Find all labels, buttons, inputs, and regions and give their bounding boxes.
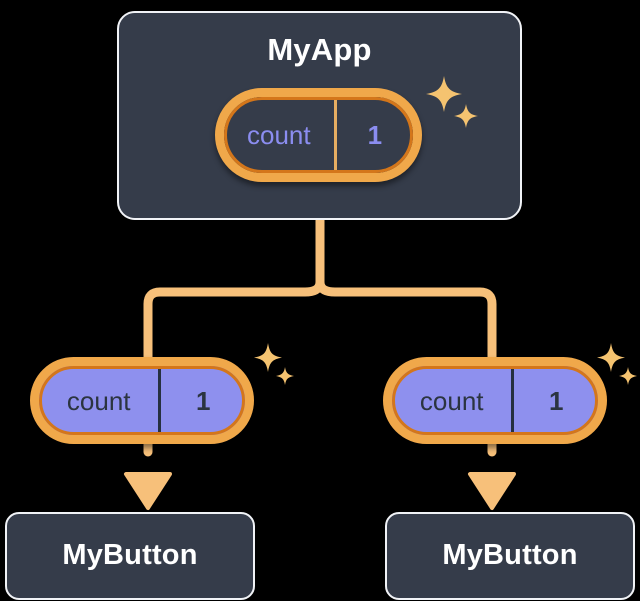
wire-branch-left bbox=[143, 273, 325, 362]
state-pill-root-value: 1 bbox=[333, 97, 413, 173]
prop-pill-left[interactable]: count 1 bbox=[30, 357, 254, 444]
prop-pill-left-value: 1 bbox=[158, 366, 245, 435]
prop-pill-left-key: count bbox=[39, 366, 159, 435]
wire-branch-right bbox=[315, 273, 497, 362]
component-card-mybutton-right[interactable]: MyButton bbox=[385, 512, 635, 600]
component-card-mybutton-left-label: MyButton bbox=[62, 539, 198, 572]
component-card-mybutton-left[interactable]: MyButton bbox=[5, 512, 255, 600]
state-pill-root[interactable]: count 1 bbox=[215, 88, 422, 182]
arrow-down-icon-right bbox=[468, 472, 516, 510]
prop-pill-right[interactable]: count 1 bbox=[383, 357, 607, 444]
component-card-mybutton-right-label: MyButton bbox=[442, 539, 578, 572]
prop-pill-right-value: 1 bbox=[511, 366, 598, 435]
arrow-down-icon-left bbox=[124, 472, 172, 510]
state-pill-root-key: count bbox=[224, 97, 334, 173]
sparkles-icon-left bbox=[252, 341, 296, 393]
page-title: MyApp bbox=[267, 32, 372, 67]
prop-pill-right-key: count bbox=[392, 366, 512, 435]
